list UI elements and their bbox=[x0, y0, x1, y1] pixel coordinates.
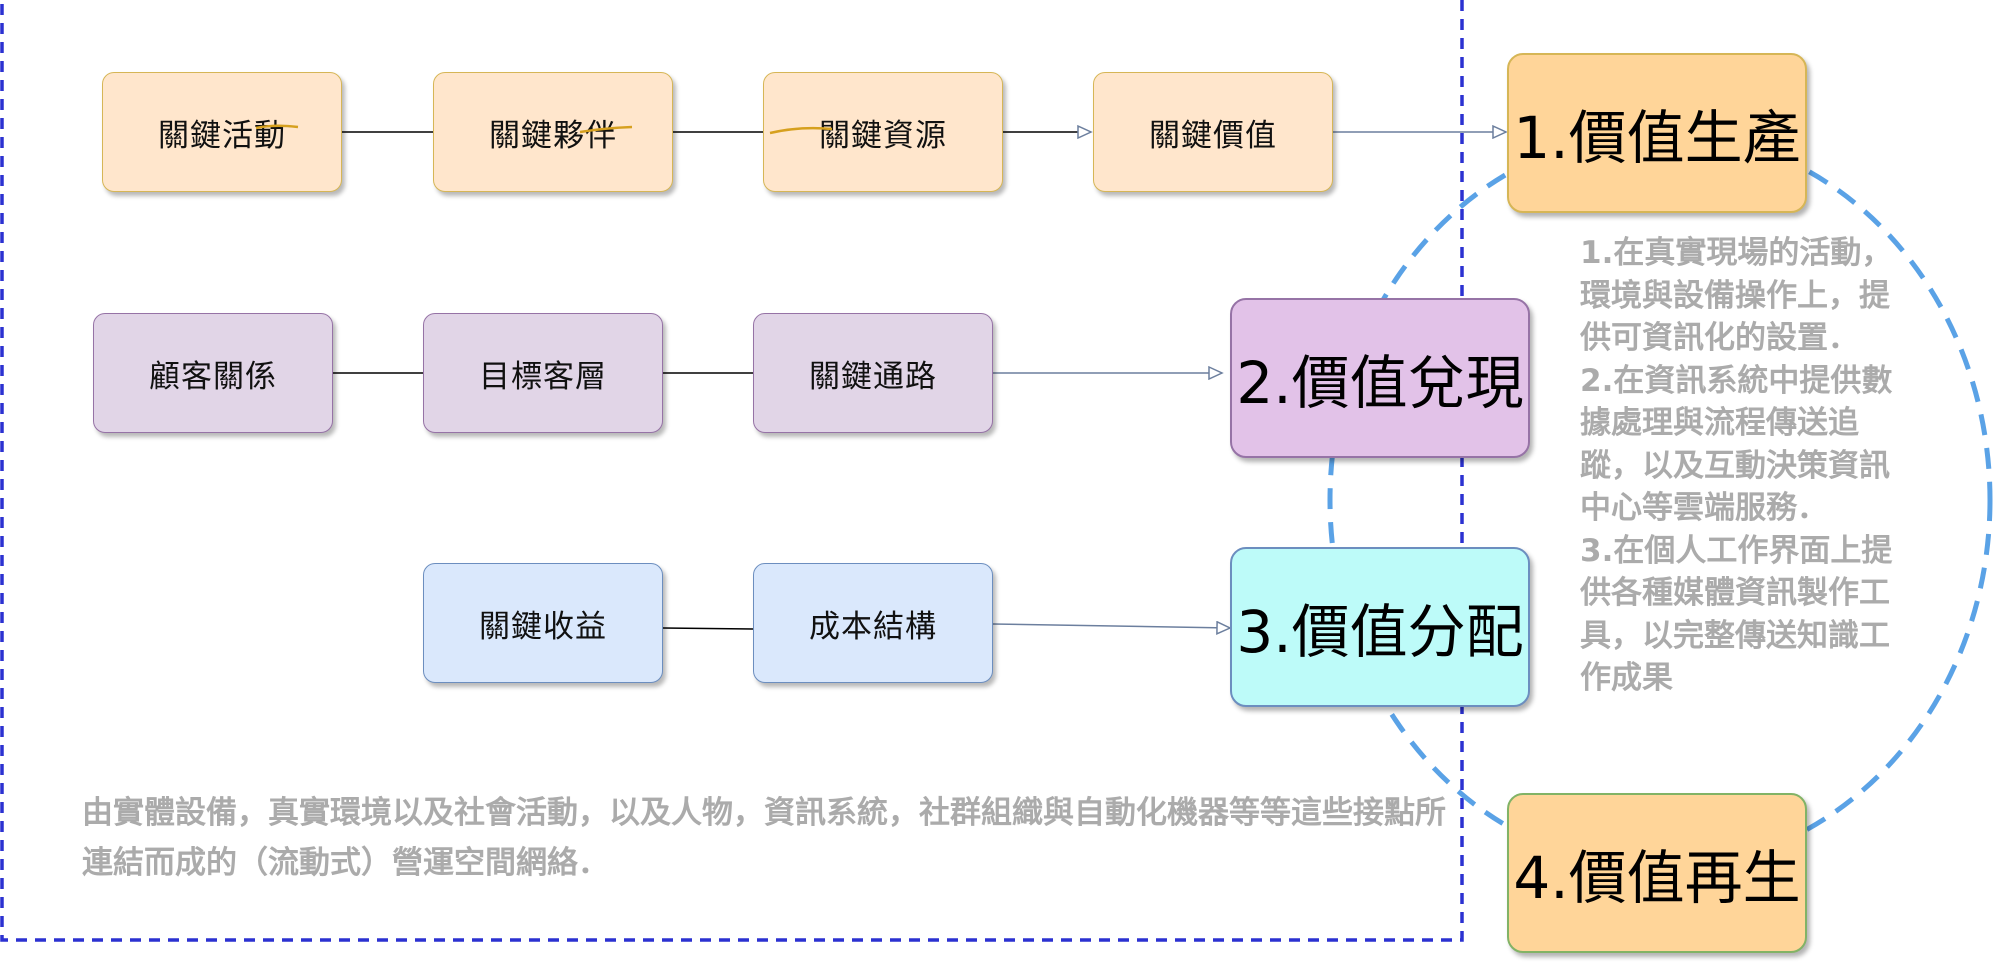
network-description: 由實體設備，真實環境以及社會活動，以及人物，資訊系統，社群組織與自動化機器等等這… bbox=[82, 795, 1446, 881]
edge-cost-distribution bbox=[992, 624, 1230, 628]
description-point-3: 3.在個人工作界面上提供各種媒體資訊製作工具，以完整傳送知識工作成果 bbox=[1580, 532, 1893, 697]
edge-revenue-cost bbox=[662, 627, 754, 630]
node-key-revenue[interactable]: 關鍵收益 bbox=[423, 563, 663, 683]
node-customer-segments[interactable]: 目標客層 bbox=[423, 313, 663, 433]
description-point-1: 1.在真實現場的活動，環境與設備操作上，提供可資訊化的設置． bbox=[1580, 235, 1893, 356]
value-cycle-description: 1.在真實現場的活動，環境與設備操作上，提供可資訊化的設置． 2.在資訊系統中提… bbox=[1580, 232, 1920, 700]
description-point-2: 2.在資訊系統中提供數據處理與流程傳送追蹤，以及互動決策資訊中心等雲端服務． bbox=[1580, 362, 1893, 527]
node-key-channels[interactable]: 關鍵通路 bbox=[753, 313, 993, 433]
node-customer-relationships[interactable]: 顧客關係 bbox=[93, 313, 333, 433]
node-key-resources[interactable]: 關鍵資源 bbox=[763, 72, 1003, 192]
strike-mark-partners bbox=[579, 125, 633, 134]
node-cost-structure[interactable]: 成本結構 bbox=[753, 563, 993, 683]
stage-value-regeneration[interactable]: 4.價值再生 bbox=[1507, 793, 1807, 953]
node-key-value[interactable]: 關鍵價值 bbox=[1093, 72, 1333, 192]
stage-value-distribution[interactable]: 3.價值分配 bbox=[1230, 547, 1530, 707]
node-key-partners[interactable]: 關鍵夥伴 bbox=[433, 72, 673, 192]
node-key-activities[interactable]: 關鍵活動 bbox=[102, 72, 342, 192]
stage-value-production[interactable]: 1.價值生產 bbox=[1507, 53, 1807, 213]
strike-mark-activities bbox=[255, 124, 299, 130]
stage-value-realization[interactable]: 2.價值兌現 bbox=[1230, 298, 1530, 458]
strike-mark-resources bbox=[769, 126, 833, 135]
network-frame bbox=[0, 0, 1464, 942]
